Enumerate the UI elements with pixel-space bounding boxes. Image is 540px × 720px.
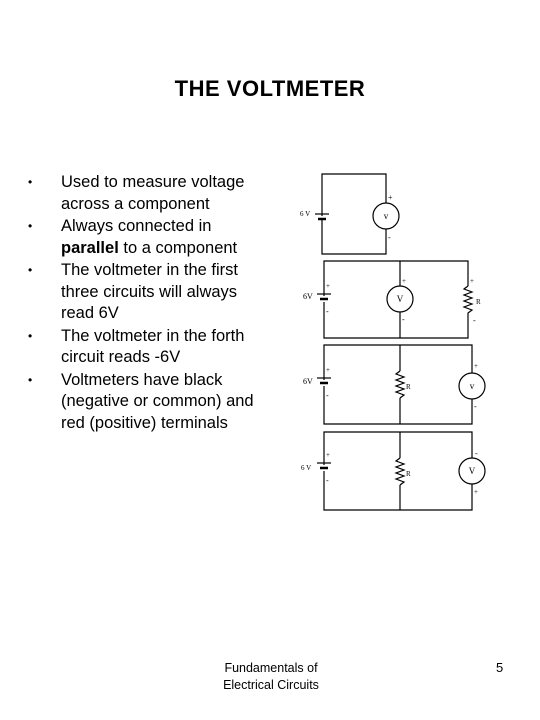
circuit-3-battery-label: 6V [303,377,313,386]
circuit-4-resistor-icon [394,457,406,486]
circuit-3-meter-plus: + [474,362,478,370]
bullet-text: The voltmeter in the forth circuit reads… [61,326,245,367]
bullet-text: Used to measure voltage across a compone… [61,173,245,213]
circuit-4-wire-top [323,431,473,465]
circuit-4: R V 6 V + - - + [301,431,486,511]
bullet-text: Voltmeters have black (negative or commo… [61,370,254,432]
circuit-1-wire-bottom [321,220,387,255]
circuit-3-wire-top [323,344,473,380]
circuit-4-resistor-label: R [406,470,411,478]
circuit-3-resistor-label: R [406,383,411,391]
bullet-text-bold: parallel [61,238,119,257]
circuit-3-voltmeter-label: v [470,381,475,391]
circuit-4-voltmeter-label: V [469,466,476,476]
circuit-2-resistor-label: R [476,298,481,306]
circuit-1-wire-top [321,173,387,216]
circuit-2-voltmeter-label: V [397,294,404,304]
footer-line-1: Fundamentals of [224,661,318,675]
circuit-2: V R 6V + - + - + - [303,260,481,339]
circuit-3-wire-bottom [323,386,473,425]
circuit-2-battery-plus: + [326,282,330,290]
circuit-1-voltmeter-icon [372,202,400,230]
circuit-3-battery-minus: - [326,391,329,400]
bullet-text: The voltmeter in the first three circuit… [61,261,238,322]
footer-line-2: Electrical Circuits [223,678,319,692]
circuit-2-meter-plus: + [402,277,406,285]
circuit-2-battery-label: 6V [303,292,313,301]
circuit-4-wire-bottom [323,471,473,511]
bullet-item: • Used to measure voltage across a compo… [28,172,273,215]
bullet-dot: • [28,328,33,343]
circuit-1-voltmeter-label: v [384,211,389,221]
circuit-2-meter-minus: - [402,315,405,324]
circuit-2-resistor-minus: - [473,316,476,325]
circuit-1-plus-sign: + [388,193,393,202]
circuit-3-meter-minus: - [474,402,477,411]
circuit-2-voltmeter-icon [386,285,414,313]
bullet-list: • Used to measure voltage across a compo… [28,172,273,435]
bullet-item: • The voltmeter in the first three circu… [28,260,273,325]
circuit-2-wire-bottom [323,302,469,339]
bullet-dot: • [28,219,33,233]
circuit-2-battery-minus: - [326,307,329,316]
bullet-dot: • [28,263,33,277]
bullet-item: • The voltmeter in the forth circuit rea… [28,326,273,369]
circuit-4-battery-plus: + [326,451,330,459]
page-number: 5 [496,660,504,675]
circuit-2-resistor-plus: + [470,277,474,285]
circuit-3-battery-plus: + [326,366,330,374]
circuit-4-meter-minus: - [475,449,478,458]
circuit-2-wire-top [323,260,469,296]
circuit-3-resistor-icon [394,370,406,399]
slide-title: THE VOLTMETER [174,76,366,101]
circuit-4-battery-minus: - [326,476,329,485]
circuit-2-resistor-icon [462,285,474,316]
circuit-4-battery-label: 6 V [301,464,311,472]
bullet-dot: • [28,372,33,387]
circuit-3: R v 6V + - + - [303,344,486,425]
circuit-3-voltmeter-icon [458,372,486,400]
bullet-text-before: Always connected in [61,217,212,235]
circuit-4-meter-plus: + [474,488,478,496]
circuit-1-battery-label: 6 V [300,210,310,218]
bullet-item: • Always connected in parallel to a comp… [28,216,273,259]
bullet-text-after: to a component [118,238,238,257]
bullet-dot: • [28,175,33,189]
circuit-1: v 6 V + - [300,173,400,255]
bullet-item: • Voltmeters have black (negative or com… [28,370,273,435]
circuit-diagrams: v 6 V + - V R 6V + - + - + - R v 6V [300,173,486,511]
slide-footer: Fundamentals of Electrical Circuits [196,660,346,694]
circuit-1-minus-sign: - [388,233,391,242]
circuit-4-voltmeter-icon [458,457,486,485]
